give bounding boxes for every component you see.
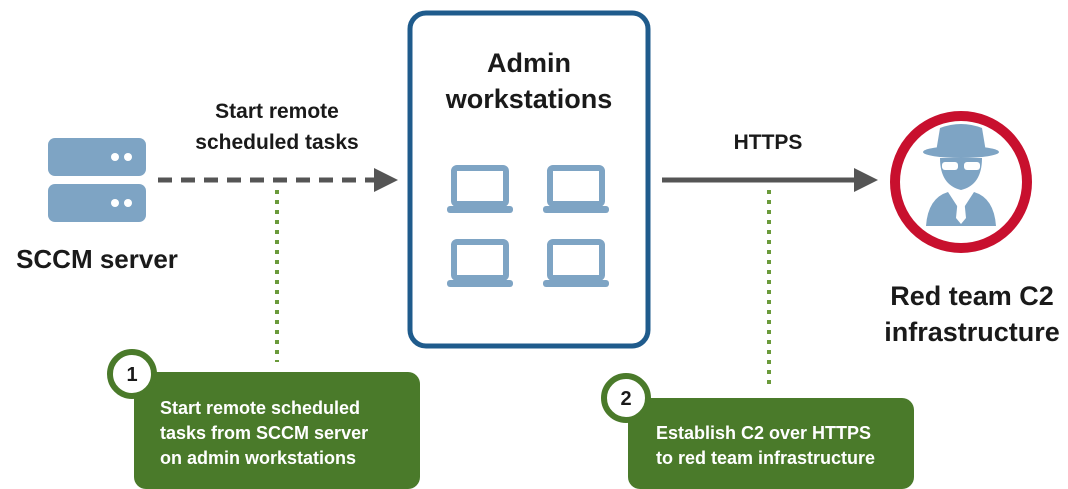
step1-line1: Start remote scheduled	[160, 398, 360, 418]
spy-hacker-icon	[923, 124, 999, 226]
step1-line3: on admin workstations	[160, 448, 356, 468]
red-team-label-line1: Red team C2	[890, 281, 1054, 311]
step1-badge	[107, 349, 157, 399]
scheduled-tasks-arrow	[158, 168, 398, 192]
laptop-icon	[447, 239, 513, 287]
step2-badge	[601, 373, 651, 423]
admin-workstations-box	[407, 10, 651, 349]
https-label: HTTPS	[734, 131, 803, 154]
sccm-server-label: SCCM server	[16, 244, 178, 274]
step2-line2: to red team infrastructure	[656, 448, 875, 468]
step1-callout	[134, 372, 420, 489]
step2-line1: Establish C2 over HTTPS	[656, 423, 871, 443]
workstations-title-line2: workstations	[445, 84, 613, 114]
red-team-label-line2: infrastructure	[884, 317, 1060, 347]
laptop-icon	[543, 239, 609, 287]
step1-number: 1	[126, 364, 137, 386]
step2-number: 2	[620, 388, 631, 410]
arrow-tasks-label-line1: Start remote	[215, 100, 339, 123]
workstations-title-line1: Admin	[487, 48, 571, 78]
laptop-icon	[447, 165, 513, 213]
server-stack-icon	[48, 138, 146, 222]
step2-callout	[628, 398, 914, 489]
arrow-tasks-label-line2: scheduled tasks	[195, 131, 358, 154]
https-arrow	[662, 168, 878, 192]
step1-line2: tasks from SCCM server	[160, 423, 368, 443]
laptop-icon	[543, 165, 609, 213]
